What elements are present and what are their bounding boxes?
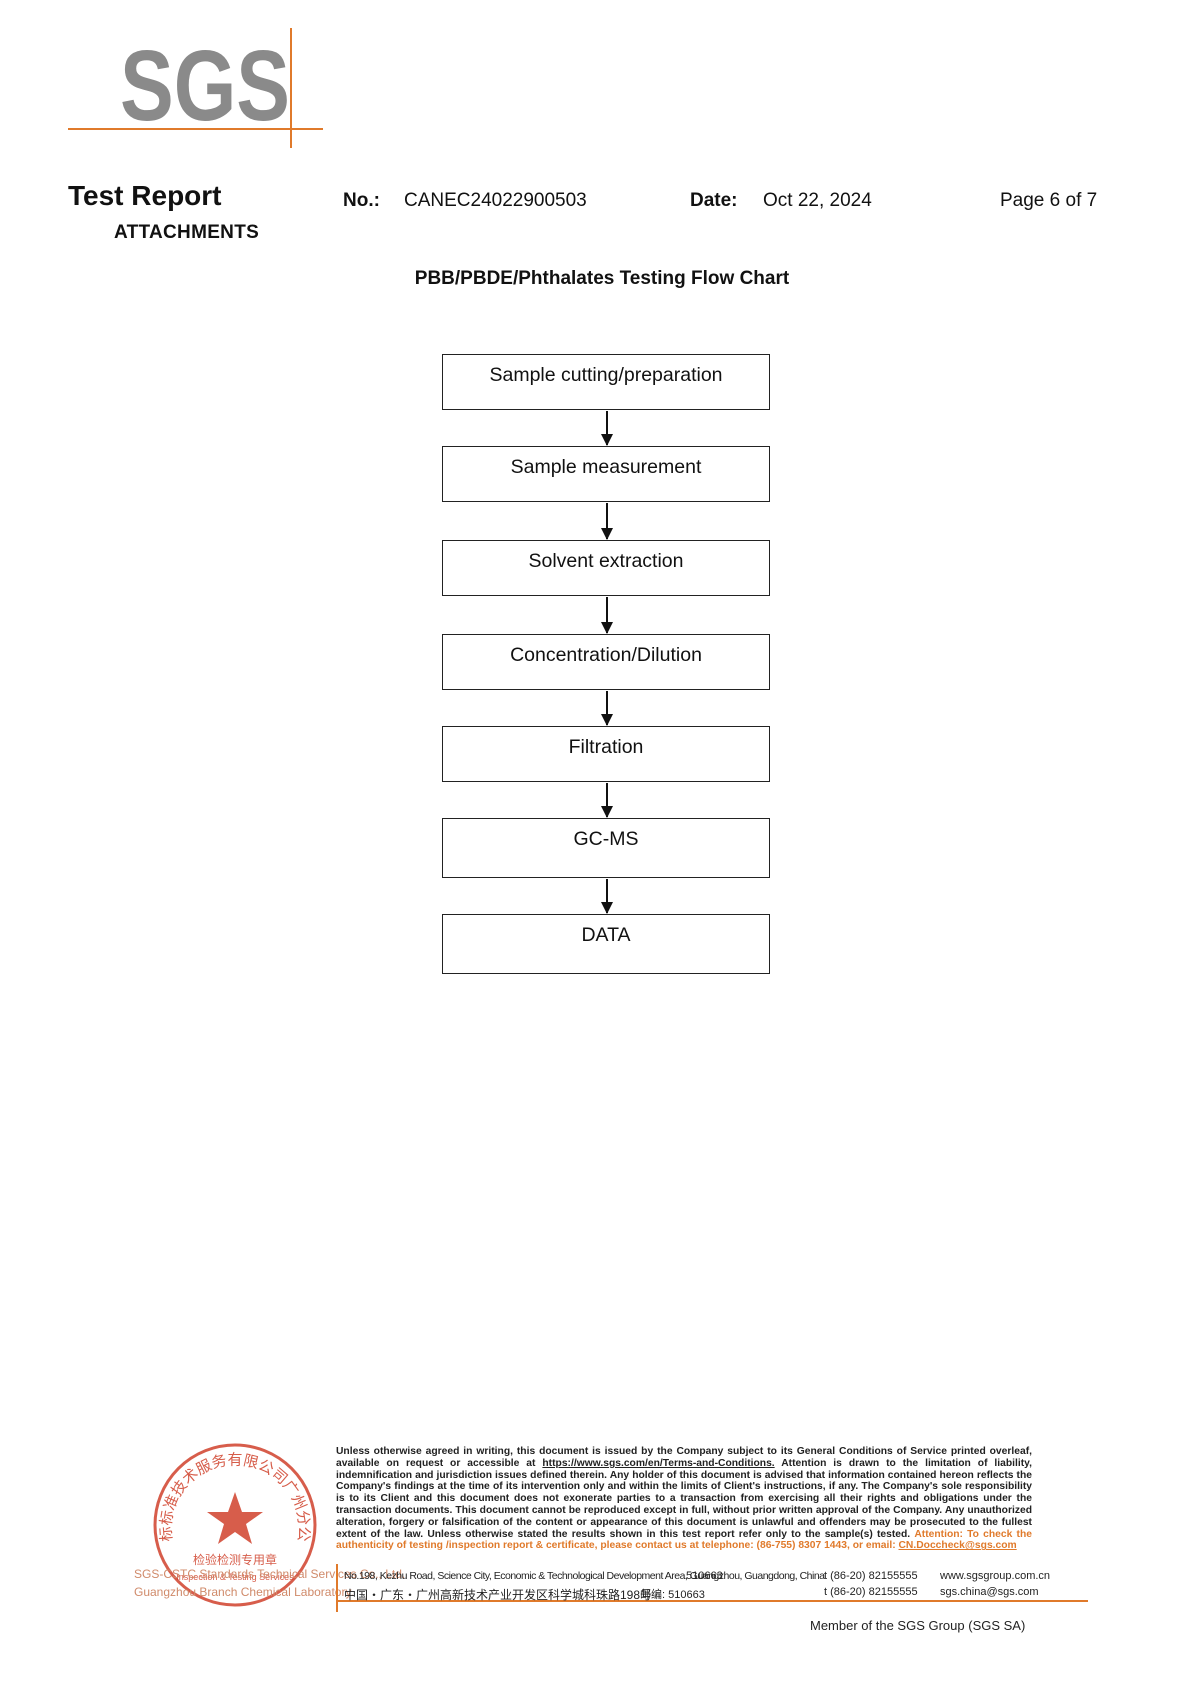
doccheck-email-link[interactable]: CN.Doccheck@sgs.com xyxy=(898,1540,1017,1552)
svg-text:SGS: SGS xyxy=(120,30,290,142)
report-subtitle: ATTACHMENTS xyxy=(114,222,260,243)
contact-email[interactable]: sgs.china@sgs.com xyxy=(940,1586,1039,1598)
page-number: Page 6 of 7 xyxy=(1000,190,1098,211)
postcode-cn: 邮编: 510663 xyxy=(640,1589,705,1601)
report-title: Test Report xyxy=(68,180,222,211)
flow-arrow xyxy=(602,597,612,634)
flow-step-concentration: Concentration/Dilution xyxy=(442,634,770,690)
flow-arrow xyxy=(602,503,612,540)
telephone-1: t (86-20) 82155555 xyxy=(824,1570,918,1582)
sgs-logo: SGS xyxy=(68,28,323,148)
report-number: CANEC24022900503 xyxy=(404,190,587,211)
legal-text-part1: Unless otherwise agreed in writing, this… xyxy=(336,1446,1032,1469)
flow-step-sample-measurement: Sample measurement xyxy=(442,446,770,502)
terms-link[interactable]: https://www.sgs.com/en/Terms-and-Conditi… xyxy=(542,1457,775,1469)
authenticity-notice: Attention: To check the authenticity of … xyxy=(336,1528,1032,1552)
flow-step-filtration: Filtration xyxy=(442,726,770,782)
postcode-en: 510663 xyxy=(686,1570,723,1582)
official-seal: 通标标准技术服务有限公司广州分公司 检验检测专用章 Inspection & T… xyxy=(150,1440,317,1607)
report-date-label: Date: xyxy=(690,190,738,211)
legal-disclaimer: Unless otherwise agreed in writing, this… xyxy=(336,1446,1032,1552)
svg-text:Inspection & Testing Services: Inspection & Testing Services xyxy=(176,1572,294,1582)
address-cn: 中国・广东・广州高新技术产业开发区科学城科珠路198号 xyxy=(344,1588,653,1602)
flow-arrow xyxy=(602,783,612,818)
flow-step-solvent-extraction: Solvent extraction xyxy=(442,540,770,596)
report-date: Oct 22, 2024 xyxy=(763,190,872,211)
flow-step-sample-cutting: Sample cutting/preparation xyxy=(442,354,770,410)
website-link[interactable]: www.sgsgroup.com.cn xyxy=(940,1570,1051,1582)
footer-divider xyxy=(336,1600,1088,1602)
report-number-label: No.: xyxy=(343,190,380,211)
legal-text-part2: Attention is drawn to the limitation of … xyxy=(336,1457,1032,1540)
flow-arrow xyxy=(602,691,612,726)
address-en: No.198, Kezhu Road, Science City, Econom… xyxy=(344,1570,825,1582)
flow-chart-title: PBB/PBDE/Phthalates Testing Flow Chart xyxy=(414,268,790,289)
member-statement: Member of the SGS Group (SGS SA) xyxy=(810,1618,1026,1633)
svg-text:检验检测专用章: 检验检测专用章 xyxy=(193,1552,277,1567)
flow-step-gc-ms: GC-MS xyxy=(442,818,770,878)
seal-caption-line2: Guangzhou Branch Chemical Laboratory. xyxy=(134,1585,354,1599)
flow-arrow xyxy=(602,879,612,914)
telephone-2: t (86-20) 82155555 xyxy=(824,1586,918,1598)
flow-arrow xyxy=(602,411,612,446)
footer-divider-vertical xyxy=(336,1564,338,1612)
flow-step-data: DATA xyxy=(442,914,770,974)
